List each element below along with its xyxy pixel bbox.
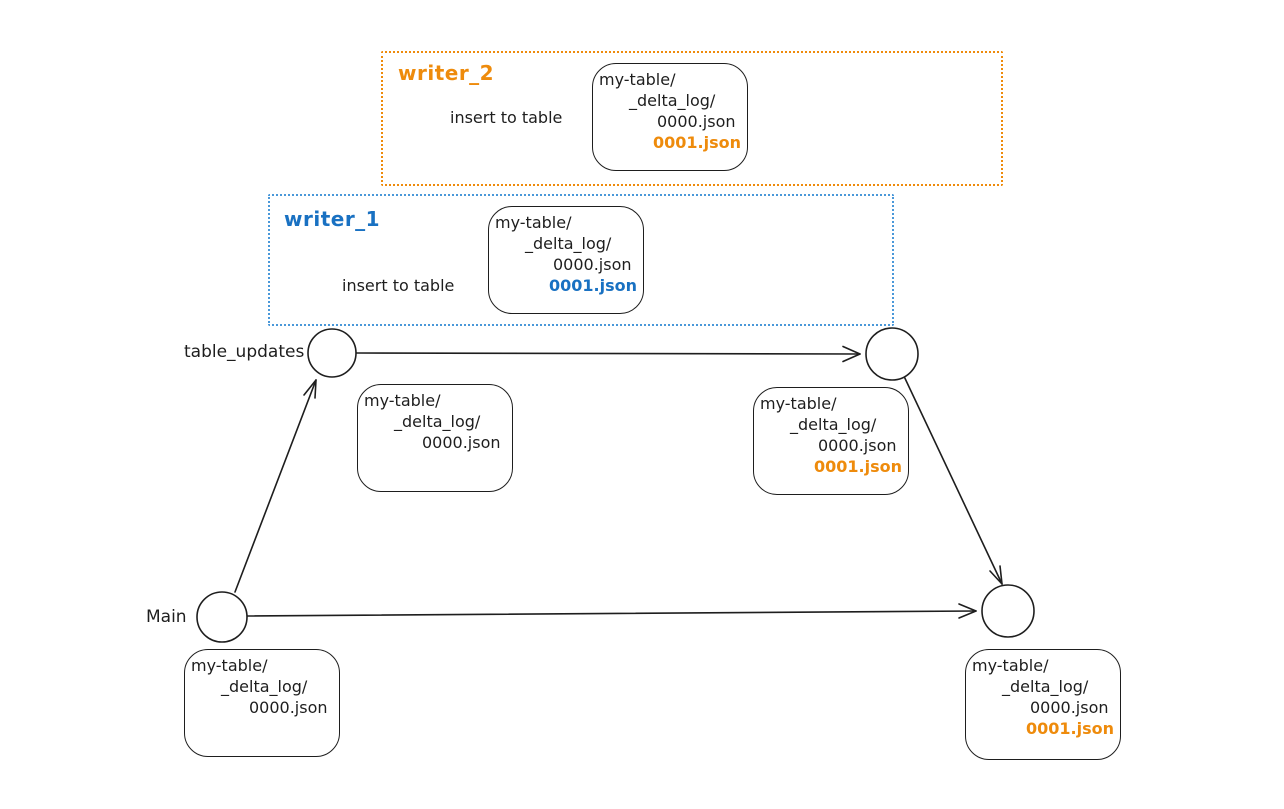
arrow-main-commit (246, 603, 977, 619)
file-line: my-table/ (599, 70, 676, 89)
file-line: 0000.json (657, 112, 736, 131)
file-line: _delta_log/ (394, 412, 481, 431)
arrow-branch-off (234, 379, 317, 593)
file-line: 0000.json (249, 698, 328, 717)
file-line: 0000.json (422, 433, 501, 452)
arrow-table-updates-commit (355, 345, 861, 363)
branch-label-main: Main (146, 607, 187, 627)
writer-1-region (268, 194, 894, 326)
file-line: my-table/ (364, 391, 441, 410)
node-table-updates-start (307, 328, 357, 378)
file-line: _delta_log/ (221, 677, 308, 696)
file-line-highlighted: 0001.json (653, 133, 741, 152)
file-line-highlighted: 0001.json (1026, 719, 1114, 738)
writer-2-action-label: insert to table (450, 108, 563, 127)
writer-2-label: writer_2 (398, 61, 495, 85)
file-box-writer-2: my-table/ _delta_log/ 0000.json 0001.jso… (592, 63, 748, 171)
writer-1-action-label: insert to table (342, 276, 455, 295)
file-line: _delta_log/ (790, 415, 877, 434)
file-line: 0000.json (1030, 698, 1109, 717)
file-line: my-table/ (972, 656, 1049, 675)
file-line: _delta_log/ (525, 234, 612, 253)
writer-2-region (381, 51, 1003, 186)
file-box-main-start: my-table/ _delta_log/ 0000.json (184, 649, 340, 757)
file-line: _delta_log/ (629, 91, 716, 110)
file-box-table-updates-start: my-table/ _delta_log/ 0000.json (357, 384, 513, 492)
file-line: 0000.json (553, 255, 632, 274)
file-box-table-updates-end: my-table/ _delta_log/ 0000.json 0001.jso… (753, 387, 909, 495)
file-line: my-table/ (760, 394, 837, 413)
file-box-main-end: my-table/ _delta_log/ 0000.json 0001.jso… (965, 649, 1121, 760)
file-line: _delta_log/ (1002, 677, 1089, 696)
file-line: 0000.json (818, 436, 897, 455)
file-line-highlighted: 0001.json (549, 276, 637, 295)
node-table-updates-end (865, 327, 919, 381)
branch-label-table-updates: table_updates (184, 342, 305, 362)
node-main-end (981, 584, 1035, 638)
file-line: my-table/ (495, 213, 572, 232)
writer-1-label: writer_1 (284, 207, 381, 231)
file-line-highlighted: 0001.json (814, 457, 902, 476)
file-line: my-table/ (191, 656, 268, 675)
file-box-writer-1: my-table/ _delta_log/ 0000.json 0001.jso… (488, 206, 644, 314)
arrow-merge-back (901, 371, 1003, 585)
node-main-start (196, 591, 248, 643)
